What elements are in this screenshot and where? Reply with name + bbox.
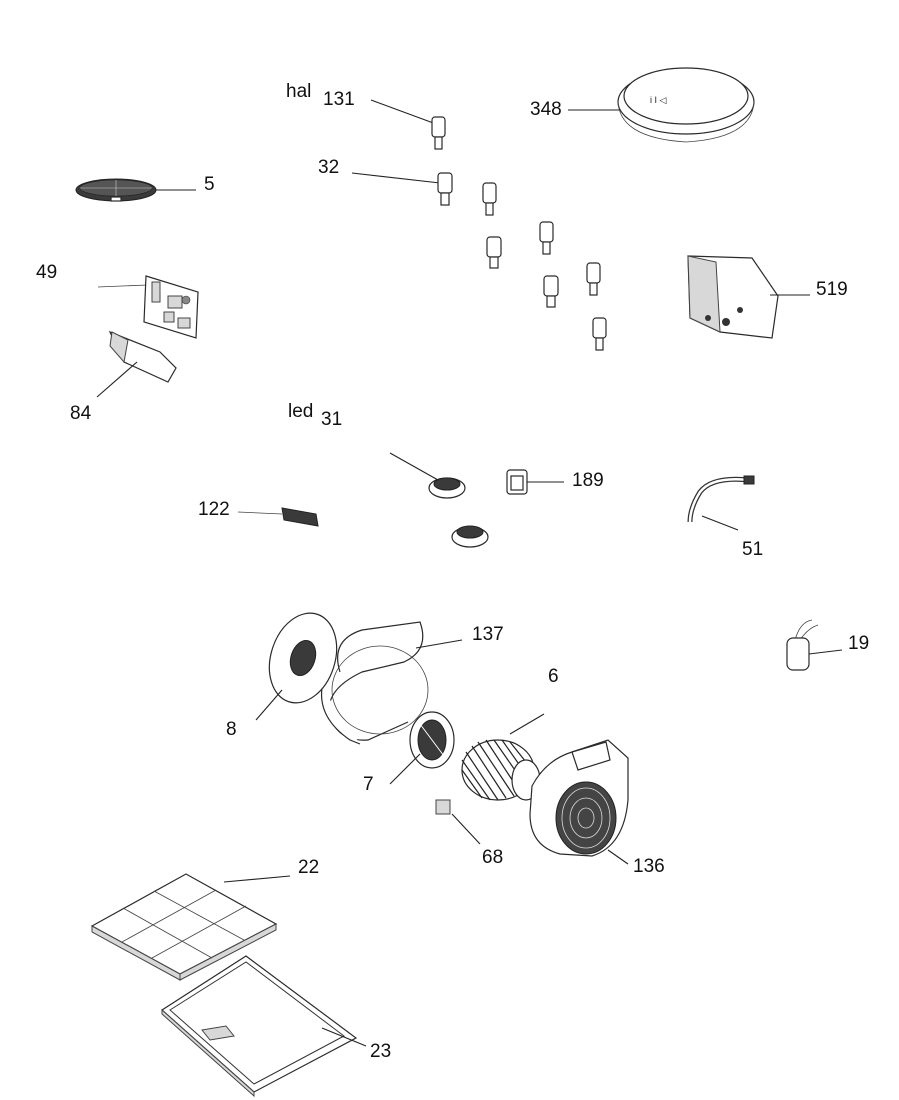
- label-7[interactable]: 7: [363, 774, 374, 795]
- label-131[interactable]: 131: [323, 89, 355, 110]
- part-136-fan-housing[interactable]: [529, 739, 629, 865]
- part-8-motor-plate[interactable]: [255, 604, 348, 721]
- part-189-switch[interactable]: [506, 469, 564, 495]
- label-31-prefix: led: [288, 401, 314, 422]
- label-51[interactable]: 51: [742, 539, 764, 560]
- part-7-motor[interactable]: [389, 711, 455, 785]
- part-23-metal-filter[interactable]: [161, 955, 367, 1098]
- part-68-connector[interactable]: [435, 799, 481, 845]
- label-19[interactable]: 19: [848, 633, 870, 654]
- label-32[interactable]: 32: [318, 157, 340, 178]
- label-189[interactable]: 189: [572, 470, 604, 491]
- part-348-trim-ring[interactable]: i I ◁: [568, 67, 755, 143]
- label-122[interactable]: 122: [198, 499, 230, 520]
- part-519-mounting-bracket[interactable]: [687, 255, 810, 339]
- svg-text:i I ◁: i I ◁: [650, 95, 667, 105]
- part-5-round-grille[interactable]: [75, 178, 196, 202]
- part-49-pcb[interactable]: [97, 275, 199, 339]
- part-122-terminal[interactable]: [237, 507, 319, 527]
- label-131-prefix: hal: [286, 81, 312, 102]
- part-51-cable[interactable]: [687, 475, 755, 531]
- label-8[interactable]: 8: [226, 719, 237, 740]
- part-19-capacitor[interactable]: [786, 619, 843, 671]
- label-348[interactable]: 348: [530, 99, 562, 120]
- label-84[interactable]: 84: [70, 403, 92, 424]
- label-49[interactable]: 49: [36, 262, 58, 283]
- part-32-bulbs[interactable]: [351, 172, 607, 351]
- label-136[interactable]: 136: [633, 856, 665, 877]
- label-31[interactable]: 31: [321, 409, 343, 430]
- label-5[interactable]: 5: [204, 174, 215, 195]
- part-6-impeller[interactable]: [461, 713, 545, 801]
- label-137[interactable]: 137: [472, 624, 504, 645]
- label-23[interactable]: 23: [370, 1041, 392, 1062]
- label-6[interactable]: 6: [548, 666, 559, 687]
- label-519[interactable]: 519: [816, 279, 848, 300]
- part-137-scroll-housing[interactable]: [320, 621, 463, 745]
- part-131-halogen-bulb[interactable]: [370, 99, 446, 150]
- part-84-cover[interactable]: [96, 330, 177, 398]
- part-31-led-lamp[interactable]: [389, 452, 489, 548]
- part-22-charcoal-filter[interactable]: [90, 873, 291, 981]
- label-68[interactable]: 68: [482, 847, 504, 868]
- label-22[interactable]: 22: [298, 857, 320, 878]
